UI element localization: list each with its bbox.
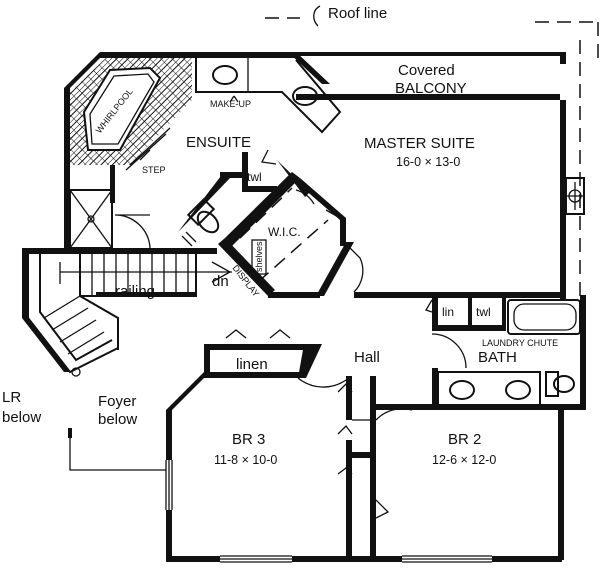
shower-stall [69, 165, 151, 249]
ensuite-label: ENSUITE [186, 134, 251, 151]
br3-label: BR 3 [232, 431, 265, 448]
lr-below-label-2: below [2, 409, 41, 426]
makeup-label: MAKE-UP [210, 99, 251, 109]
master-suite-label: MASTER SUITE [364, 135, 475, 152]
ensuite-toilet [178, 172, 245, 247]
covered-balcony: Covered BALCONY [296, 62, 560, 100]
br2-dims: 12-6 × 12-0 [432, 453, 496, 467]
down-label: dn [212, 273, 229, 290]
makeup-counter: MAKE-UP [195, 58, 342, 134]
shelves-label: shelves [254, 241, 264, 272]
staircase: railing dn [27, 254, 232, 377]
towel-bath-label: twl [476, 305, 491, 319]
master-suite-dims: 16-0 × 13-0 [396, 155, 460, 169]
railing-label: railing [115, 283, 155, 300]
hall-label: Hall [354, 349, 380, 366]
master-doors [295, 189, 364, 293]
whirlpool-tub: WHIRLPOOL [70, 58, 192, 171]
chimney-detail [565, 177, 585, 215]
br2-label: BR 2 [448, 431, 481, 448]
balcony-label: BALCONY [395, 80, 467, 97]
roof-line [265, 5, 599, 300]
foyer-below-label-2: below [98, 411, 137, 428]
linen-closet: linen [204, 329, 347, 388]
linen-label: linen [236, 356, 268, 373]
linen-small-label: lin [442, 305, 454, 319]
covered-label: Covered [398, 62, 455, 79]
br3-dims: 11-8 × 10-0 [214, 453, 277, 467]
roof-line-label: Roof line [328, 5, 387, 22]
wic-label: W.I.C. [268, 225, 301, 239]
lr-below-label-1: LR [2, 389, 21, 406]
bedroom-walls [210, 372, 432, 556]
foyer-edge [68, 428, 166, 471]
master-hall-wall [354, 292, 566, 298]
windows [165, 460, 492, 563]
step-label: STEP [142, 165, 166, 175]
towel-ensuite-label: twl [247, 170, 262, 184]
laundry-chute-label: LAUNDRY CHUTE [482, 338, 558, 348]
bath-label: BATH [478, 349, 517, 366]
bath: lin twl LAUNDRY CHUTE BATH [425, 295, 586, 410]
walk-in-closet: W.I.C. shelves DISPLAY [218, 172, 354, 299]
foyer-below-label-1: Foyer [98, 393, 136, 410]
